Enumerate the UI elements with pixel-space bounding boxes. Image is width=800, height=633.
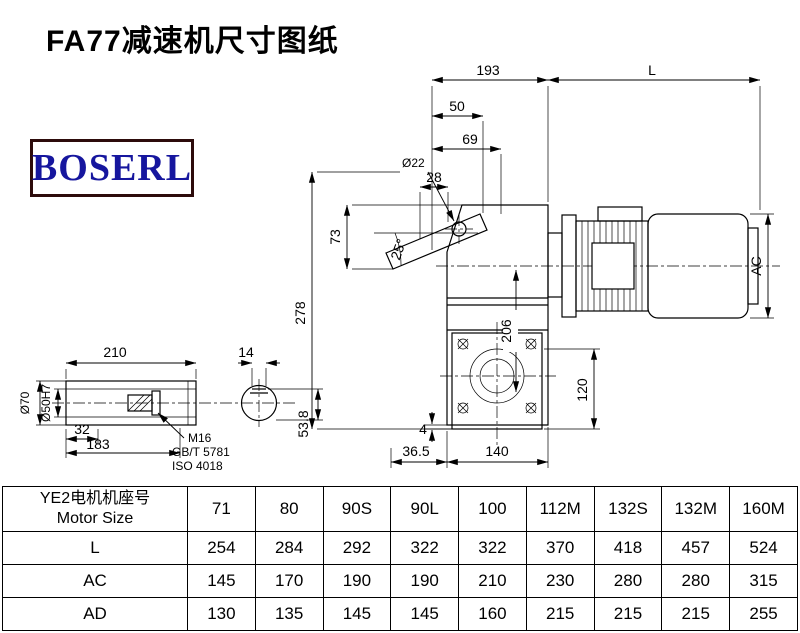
label-m16: M16 [188,431,212,445]
dim-label-L: L [648,62,656,78]
label-iso-4018: ISO 4018 [172,459,223,473]
table-cell: 255 [729,597,798,631]
main-view: 193 L 50 69 Ø22 28 73 25° 278 [292,62,780,468]
table-header-cell: 112M [525,486,595,532]
table-header-cell: 132S [593,486,663,532]
table-cell: 457 [661,531,731,565]
table-header-cell: 100 [458,486,527,532]
dim-label-183: 183 [86,436,110,452]
row-label: L [2,531,188,565]
technical-drawing: 193 L 50 69 Ø22 28 73 25° 278 [18,62,780,473]
table-cell: 280 [593,564,663,598]
table-cell: 170 [254,564,324,598]
table-row-L: L 254 284 292 322 322 370 418 457 524 [2,531,798,565]
row-label: AD [2,597,188,631]
table-header-row: YE2电机机座号 Motor Size 71 80 90S 90L 100 11… [2,486,798,532]
table-cell: 160 [458,597,527,631]
output-flange [451,332,543,430]
table-cell: 254 [187,531,256,565]
page-title: FA77减速机尺寸图纸 [46,25,339,58]
table-header-cell: 71 [187,486,256,532]
boserl-logo: BOSERL [30,139,194,197]
gearbox-housing [446,204,549,426]
dim-label-278: 278 [292,301,308,325]
table-cell: 215 [525,597,595,631]
dim-label-193: 193 [476,62,500,78]
dimension-table: YE2电机机座号 Motor Size 71 80 90S 90L 100 11… [2,486,798,631]
hollow-shaft [65,380,197,426]
dim-label-4: 4 [419,421,427,437]
torque-arm-plate [385,213,488,270]
dim-label-53-8: 53.8 [295,410,311,437]
dim-label-AC: AC [748,256,764,275]
table-cell: 418 [593,531,663,565]
table-row-AC: AC 145 170 190 190 210 230 280 280 315 [2,564,798,598]
table-cell: 210 [458,564,527,598]
row-label: AC [2,564,188,598]
label-gbt-5781: GB/T 5781 [172,445,230,459]
dim-label-28: 28 [426,169,442,185]
dim-label-50: 50 [449,98,465,114]
table-cell: 145 [390,597,460,631]
dim-label-dia50h7: Ø50H7 [39,384,53,422]
table-cell: 135 [254,597,324,631]
table-header-cell: 90S [322,486,392,532]
table-cell: 190 [322,564,392,598]
table-header-cell: 132M [661,486,731,532]
dim-label-206: 206 [498,319,514,343]
table-cell: 322 [390,531,460,565]
table-row-AD: AD 130 135 145 145 160 215 215 215 255 [2,597,798,631]
dim-label-140: 140 [485,443,509,459]
table-cell: 130 [187,597,256,631]
table-cell: 284 [254,531,324,565]
dim-label-14: 14 [238,344,254,360]
washer [151,390,161,416]
table-cell: 280 [661,564,731,598]
table-cell: 230 [525,564,595,598]
dim-label-25deg: 25° [387,237,409,262]
table-cell: 315 [729,564,798,598]
dim-label-120: 120 [574,378,590,402]
table-cell: 190 [390,564,460,598]
dim-label-dia70: Ø70 [18,391,32,414]
logo-text: BOSERL [31,147,193,189]
table-cell: 292 [322,531,392,565]
table-header-cell: 80 [254,486,324,532]
dim-label-69: 69 [462,131,478,147]
table-cell: 215 [593,597,663,631]
table-cell: 524 [729,531,798,565]
table-header-cell: 90L [390,486,460,532]
table-header-cell: 160M [729,486,798,532]
dim-label-73: 73 [327,229,343,245]
dim-label-210: 210 [103,344,127,360]
shaft-detail-view: 210 Ø70 Ø50H7 32 183 M16 GB/T 5781 ISO 4… [18,344,323,473]
dim-label-32: 32 [74,421,90,437]
table-cell: 215 [661,597,731,631]
flange-bolt-holes [457,338,537,414]
dim-label-dia22: Ø22 [402,156,425,170]
table-cell: 322 [458,531,527,565]
table-cell: 370 [525,531,595,565]
table-header-motor-size: YE2电机机座号 Motor Size [2,486,188,532]
table-cell: 145 [322,597,392,631]
dim-label-36-5: 36.5 [402,443,429,459]
motor [547,206,759,319]
table-cell: 145 [187,564,256,598]
